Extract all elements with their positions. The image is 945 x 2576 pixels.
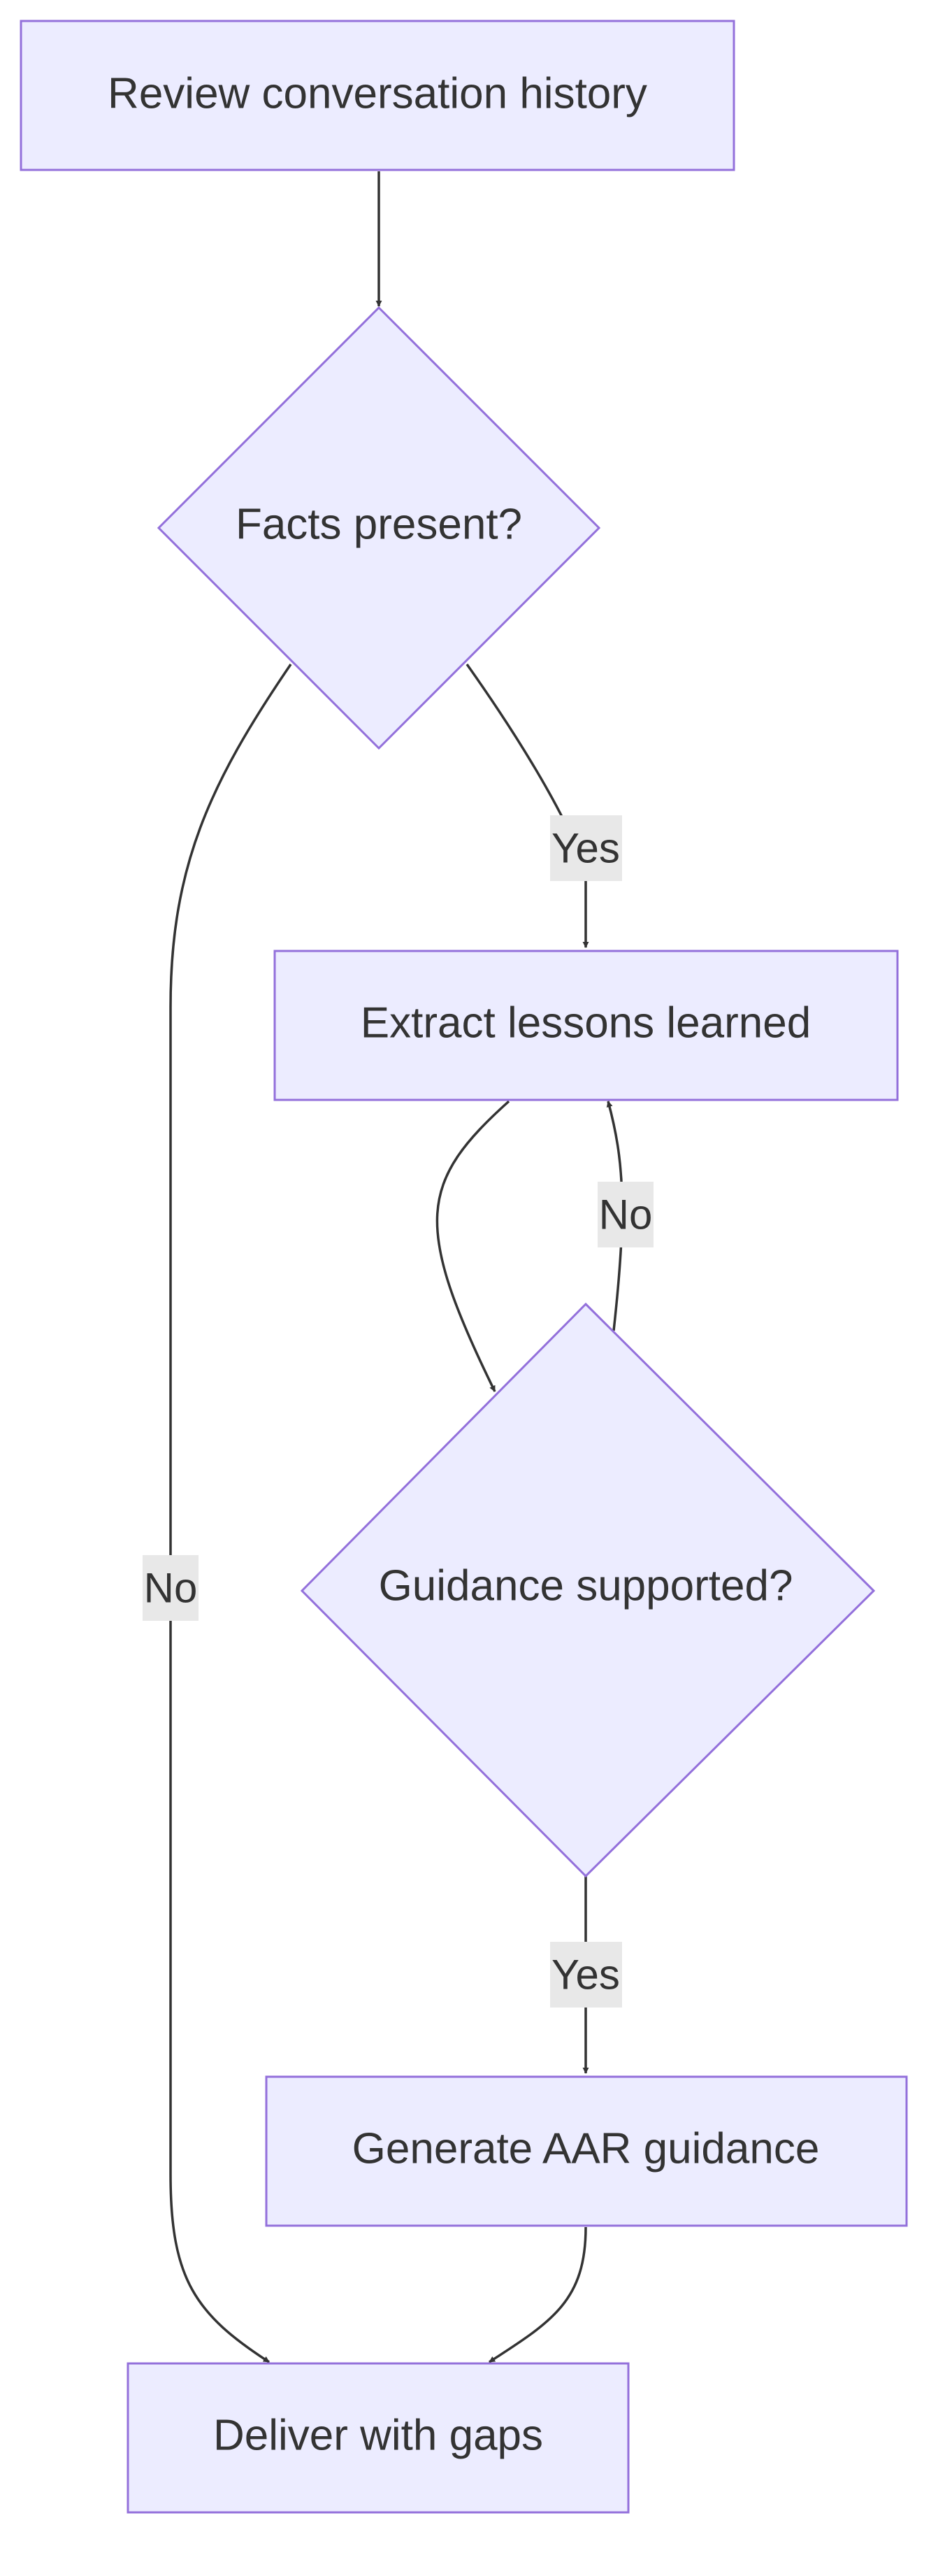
edge-label-yes-guidance: Yes (550, 1942, 622, 2008)
edge-facts-to-deliver (169, 664, 292, 2363)
node-facts-present: Facts present? (157, 306, 601, 750)
svg-text:Yes: Yes (551, 825, 620, 872)
svg-text:Review conversation history: Review conversation history (108, 70, 647, 118)
svg-text:Yes: Yes (551, 1952, 620, 1998)
edge-generate-to-deliver (489, 2226, 587, 2363)
svg-text:Extract lessons learned: Extract lessons learned (361, 999, 811, 1047)
node-extract-lessons-learned: Extract lessons learned (273, 950, 899, 1101)
edge-label-no-facts: No (143, 1555, 199, 1621)
node-generate-aar-guidance: Generate AAR guidance (265, 2075, 908, 2227)
svg-text:No: No (599, 1192, 653, 1238)
edge-extract-to-guidance (435, 1100, 510, 1392)
edge-label-yes-facts: Yes (550, 815, 622, 881)
edge-facts-to-extract (466, 663, 589, 948)
node-guidance-supported: Guidance supported? (300, 1302, 876, 1878)
svg-text:Guidance supported?: Guidance supported? (379, 1562, 793, 1610)
svg-text:Facts present?: Facts present? (236, 501, 522, 549)
edge-label-no-guidance: No (598, 1182, 654, 1247)
svg-text:No: No (144, 1565, 198, 1612)
svg-text:Generate AAR guidance: Generate AAR guidance (352, 2125, 820, 2173)
svg-text:Deliver with gaps: Deliver with gaps (213, 2412, 543, 2460)
node-deliver-with-gaps: Deliver with gaps (127, 2362, 630, 2514)
node-review-conversation-history: Review conversation history (20, 20, 735, 171)
